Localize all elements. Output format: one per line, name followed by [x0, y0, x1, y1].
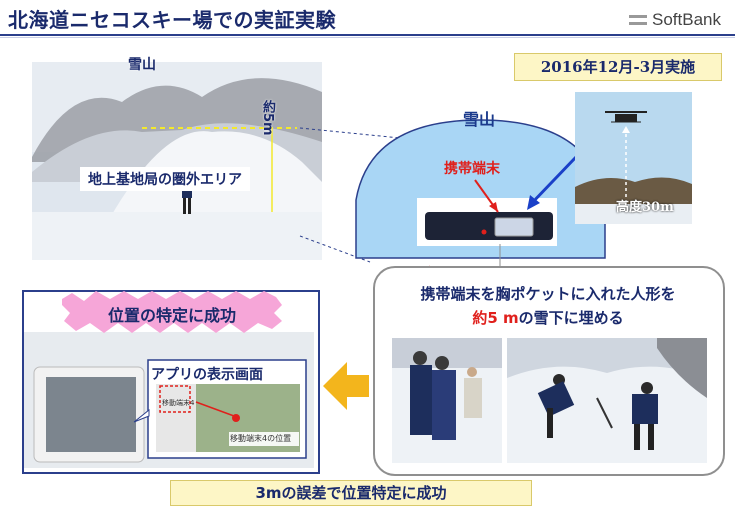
snow-mound-scene: [32, 62, 322, 260]
depth-label: 約5m: [260, 100, 275, 136]
burial-description: 携帯端末を胸ポケットに入れた人形を 約5 mの雪下に埋める: [383, 282, 713, 330]
digging-photo: [507, 338, 707, 463]
diagram-snow-label: 雪山: [463, 110, 496, 129]
map-tag: 移動端末4: [162, 399, 195, 407]
drone-photo: [575, 92, 692, 224]
page-title: 北海道ニセコスキー場での実証実験: [8, 8, 336, 32]
burial-line-2: 約5 mの雪下に埋める: [383, 306, 713, 330]
softbank-logo: SoftBank: [629, 10, 721, 30]
snow-mound-photo: [32, 62, 322, 260]
softbank-logo-icon: [629, 15, 647, 25]
title-divider-shadow: [0, 37, 735, 38]
tablet-scene: [24, 332, 314, 468]
burial-line-2-rest: の雪下に埋める: [518, 309, 624, 327]
burial-line-1: 携帯端末を胸ポケットに入れた人形を: [420, 285, 676, 303]
out-of-coverage-caption: 地上基地局の圏外エリア: [80, 167, 250, 191]
success-banner: [62, 291, 282, 333]
altitude-label: 高度30m: [616, 200, 674, 215]
burial-depth: 約5 m: [472, 309, 519, 327]
device-label: 携帯端末: [444, 161, 500, 177]
logo-text: SoftBank: [652, 10, 721, 29]
success-banner-text: 位置の特定に成功: [107, 306, 236, 325]
mannequin-scene: [392, 338, 502, 463]
digging-scene: [507, 338, 707, 463]
app-screen-label: アプリの表示画面: [151, 367, 263, 383]
title-divider: [0, 34, 735, 36]
date-box: 2016年12月-3月実施: [514, 53, 722, 81]
snow-mound-label: 雪山: [128, 57, 156, 73]
mannequin-photo: [392, 338, 502, 463]
drone-scene: [575, 92, 692, 224]
yellow-left-arrow-icon: [323, 362, 369, 410]
footer-result: 3mの誤差で位置特定に成功: [170, 480, 532, 506]
map-pin-label: 移動端末4の位置: [230, 434, 292, 443]
